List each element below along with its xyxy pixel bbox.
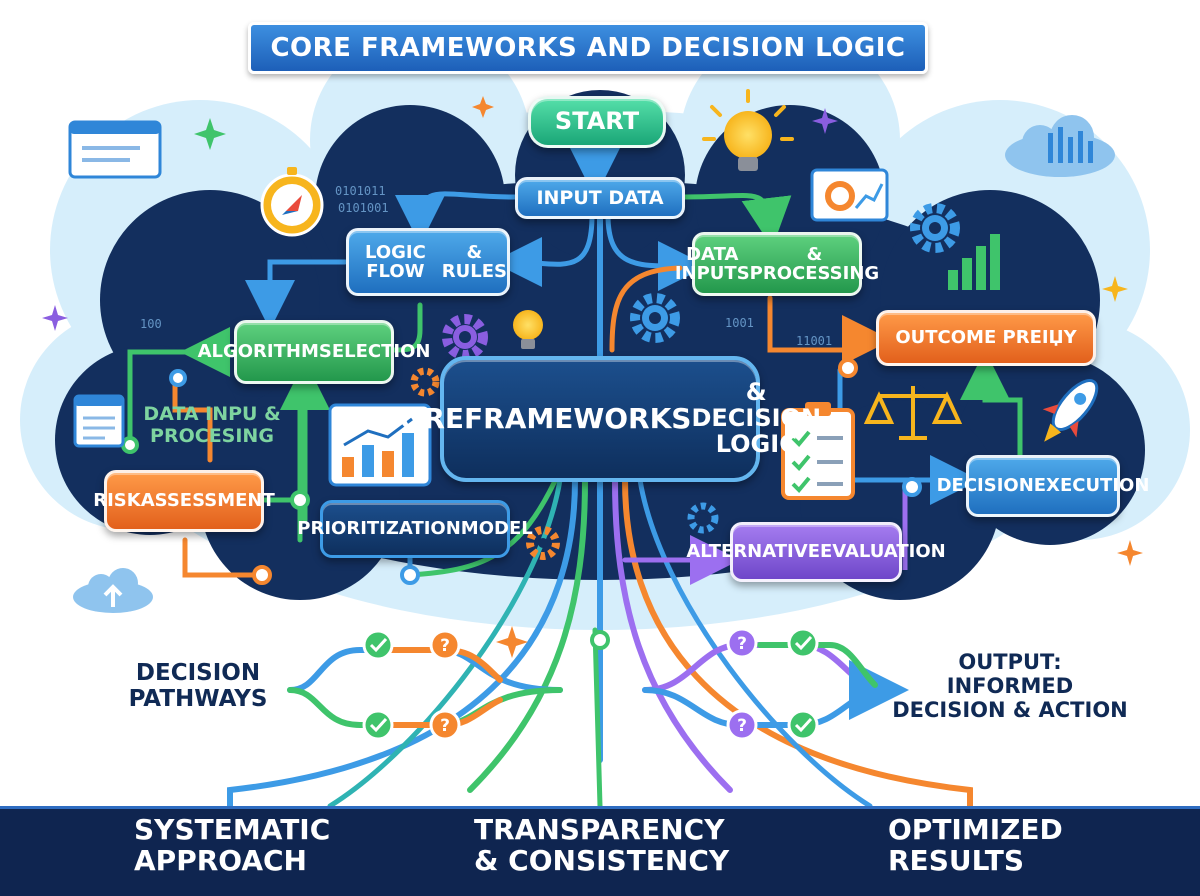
- node-label-line: PROCESING: [150, 424, 274, 447]
- risk-assessment-node: RISK ASSESSMENT: [93, 470, 275, 532]
- outcome-preview-node: OUTCOME PREIЏY: [876, 310, 1096, 366]
- node-label-line: DATA INPUTS: [674, 243, 750, 284]
- node-label-line: DECISION: [936, 475, 1034, 497]
- connector-dots: [121, 358, 922, 650]
- start-node: START: [528, 96, 666, 148]
- tree-trunk: [227, 212, 973, 809]
- check-icon: [362, 629, 394, 661]
- gear-icon: [442, 314, 488, 360]
- gear-icon: [910, 203, 960, 253]
- transparency-consistency-label: TRANSPARENCY & CONSISTENCY: [474, 813, 730, 877]
- check-icon: [787, 627, 819, 659]
- alternative-evaluation-node: ALTERNATIVE EVALUATION: [686, 522, 946, 582]
- binary-text: 11001: [796, 334, 832, 348]
- node-label-line: & PROCESSING: [749, 243, 880, 284]
- label-line: OPTIMIZED: [888, 813, 1063, 846]
- pathway-badges: ? ? ? ?: [362, 627, 819, 741]
- gear-icon: [410, 367, 440, 397]
- question-icon: ?: [429, 709, 461, 741]
- node-label-line: LOGIC FLOW: [364, 241, 426, 282]
- cloud-upload-icon: [73, 568, 153, 613]
- algorithm-selection-node: ALGORITHM SELECTION: [198, 320, 430, 384]
- node-label-line: CORE: [378, 401, 465, 435]
- prioritization-model-node: PRIORITIZATION MODEL: [297, 500, 533, 558]
- decision-execution-node: DECISION EXECUTION: [937, 455, 1149, 517]
- svg-text:?: ?: [737, 634, 747, 654]
- node-label-line: ALTERNATIVE: [686, 541, 820, 563]
- node-label-line: PRIORITIZATION: [297, 518, 461, 540]
- label-line: SYSTEMATIC: [134, 813, 331, 846]
- question-icon: ?: [726, 627, 758, 659]
- lightbulb-icon: [702, 89, 794, 171]
- gear-icon: [687, 502, 719, 534]
- compass-icon: [260, 167, 324, 237]
- svg-text:?: ?: [737, 716, 747, 736]
- node-label-line: EXECUTION: [1033, 475, 1150, 497]
- label-line: & CONSISTENCY: [474, 843, 730, 877]
- binary-texture: 0101011 0101001 100 1001 11001: [140, 184, 832, 348]
- browser-window-icon: [68, 120, 162, 179]
- node-label-line: FRAMEWORKS: [464, 401, 692, 435]
- binary-text: 1001: [725, 316, 754, 330]
- binary-text: 0101011: [335, 184, 386, 198]
- data-inputs-processing-node: DATA INPUTS & PROCESSING: [675, 232, 879, 296]
- binary-text: 0101001: [338, 201, 389, 215]
- core-frameworks-node: CORE FRAMEWORKS & DECISION LOGIC: [379, 356, 821, 482]
- label-line: TRANSPARENCY: [474, 813, 725, 846]
- binary-text: 100: [140, 317, 162, 331]
- label-line: APPROACH: [134, 843, 307, 877]
- lightbulb-icon: [513, 310, 543, 349]
- node-label-line: MODEL: [460, 518, 533, 540]
- question-icon: ?: [429, 629, 461, 661]
- checklist-icon: [781, 402, 855, 500]
- node-label-line: & RULES: [441, 241, 508, 282]
- gear-icon: [630, 293, 680, 343]
- node-label-line: ASSESSMENT: [140, 490, 275, 512]
- label-line: OUTPUT:: [958, 650, 1062, 674]
- logic-flow-node: LOGIC FLOW & RULES: [346, 228, 510, 296]
- node-label-line: SELECTION: [318, 341, 431, 363]
- sparkle-decoration: [42, 96, 1143, 658]
- bottom-summary-bar: [0, 806, 1200, 896]
- label-line: PATHWAYS: [128, 686, 268, 713]
- systematic-approach-label: SYSTEMATIC APPROACH: [134, 813, 331, 877]
- check-icon: [787, 709, 819, 741]
- node-label-line: DATA INPU &: [143, 403, 281, 425]
- node-label-line: EVALUATION: [819, 541, 946, 563]
- check-icon: [362, 709, 394, 741]
- bar-chart-icon: [328, 403, 432, 487]
- question-icon: ?: [726, 709, 758, 741]
- svg-text:?: ?: [440, 636, 450, 656]
- output-informed-decision-label: OUTPUT: INFORMED DECISION & ACTION: [880, 650, 1140, 722]
- gear-icon: [526, 526, 560, 560]
- dashboard-icon: [810, 168, 889, 222]
- rocket-icon: [1042, 379, 1099, 442]
- node-label-line: & DECISION LOGIC: [691, 378, 822, 458]
- label-line: INFORMED: [946, 674, 1074, 699]
- svg-text:?: ?: [440, 716, 450, 736]
- label-line: DECISION: [135, 660, 261, 686]
- optimized-results-label: OPTIMIZED RESULTS: [888, 813, 1063, 877]
- document-icon: [73, 394, 125, 448]
- scales-icon: [863, 386, 963, 440]
- data-input-processing-label: DATA INPU & PROCESING: [132, 403, 292, 448]
- label-line: RESULTS: [888, 843, 1025, 877]
- label-line: DECISION & ACTION: [892, 698, 1128, 723]
- decision-pathways-label: DECISION PATHWAYS: [108, 660, 288, 713]
- node-label-line: RISK: [93, 490, 141, 512]
- diagram-title: CORE FRAMEWORKS AND DECISION LOGIC: [248, 22, 928, 74]
- cloud-icon: [1005, 115, 1115, 177]
- node-label-line: ALGORITHM: [197, 341, 319, 363]
- input-data-node: INPUT DATA: [515, 177, 685, 219]
- bar-chart-icon: [948, 234, 1000, 290]
